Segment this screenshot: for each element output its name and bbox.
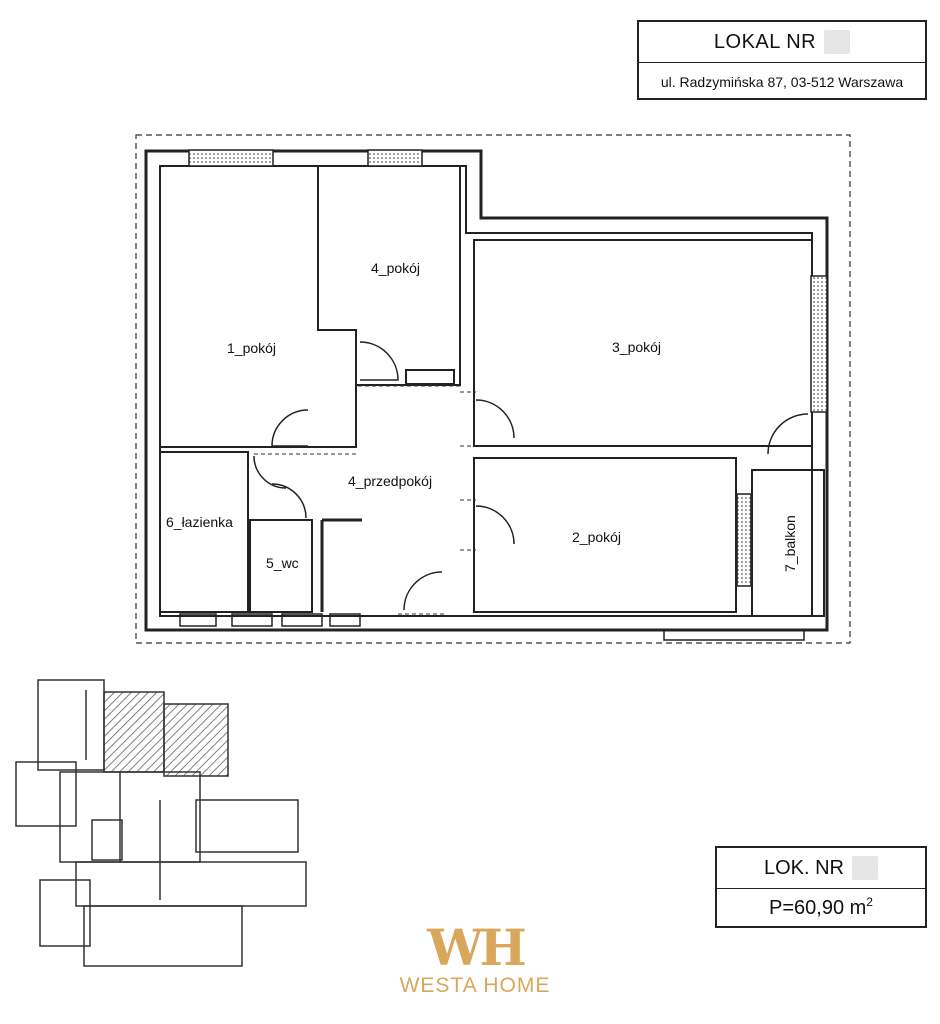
room-2-label: 2_pokój bbox=[572, 529, 621, 545]
window bbox=[736, 493, 752, 587]
redacted-area-unit-number bbox=[852, 856, 879, 880]
brand-mark: WH bbox=[427, 918, 526, 977]
area-value: P=60,90 m bbox=[769, 896, 867, 919]
balcony-label: 7_balkon bbox=[782, 515, 798, 572]
window bbox=[405, 369, 455, 385]
bathroom-walls bbox=[160, 451, 249, 613]
door-swing bbox=[271, 409, 309, 447]
key-plan bbox=[15, 679, 307, 967]
area-unit-row: LOK. NR bbox=[717, 848, 925, 889]
outer-wall bbox=[144, 149, 829, 632]
door-swing bbox=[253, 455, 287, 489]
room-2-walls bbox=[473, 457, 737, 613]
wc-walls bbox=[249, 519, 313, 613]
area-unit-label: LOK. NR bbox=[763, 856, 845, 879]
door-swing bbox=[767, 413, 809, 455]
room-1-walls bbox=[160, 165, 357, 448]
room-4-walls bbox=[317, 166, 461, 386]
bathroom-label: 6_łazienka bbox=[166, 514, 233, 530]
address-text: ul. Radzymińska 87, 03-512 Warszawa bbox=[660, 74, 904, 90]
door-swing bbox=[271, 483, 307, 519]
brand-logo: WH WESTA HOME bbox=[380, 922, 570, 998]
door-swing bbox=[475, 399, 515, 439]
unit-header-box: LOKAL NR ul. Radzymińska 87, 03-512 Wars… bbox=[637, 20, 927, 100]
room-4-label: 4_pokój bbox=[371, 260, 420, 276]
area-unit-sup: 2 bbox=[866, 895, 873, 909]
plot-boundary bbox=[135, 134, 851, 644]
hallway-label: 4_przedpokój bbox=[348, 473, 432, 489]
wc-label: 5_wc bbox=[266, 555, 299, 571]
hall-partition bbox=[320, 518, 362, 612]
room-1-label: 1_pokój bbox=[227, 340, 276, 356]
outer-wall-inner bbox=[159, 165, 813, 617]
unit-label: LOKAL NR bbox=[713, 30, 817, 53]
door-swing bbox=[359, 341, 399, 381]
door-swing bbox=[475, 505, 515, 545]
window bbox=[810, 275, 828, 413]
brand-name: WESTA HOME bbox=[399, 974, 551, 997]
window bbox=[188, 149, 274, 167]
door-swing bbox=[403, 571, 443, 611]
redacted-unit-number bbox=[824, 30, 851, 54]
balcony-walls bbox=[751, 469, 825, 617]
unit-number-row: LOKAL NR bbox=[639, 22, 925, 63]
window bbox=[367, 149, 423, 167]
room-3-label: 3_pokój bbox=[612, 339, 661, 355]
